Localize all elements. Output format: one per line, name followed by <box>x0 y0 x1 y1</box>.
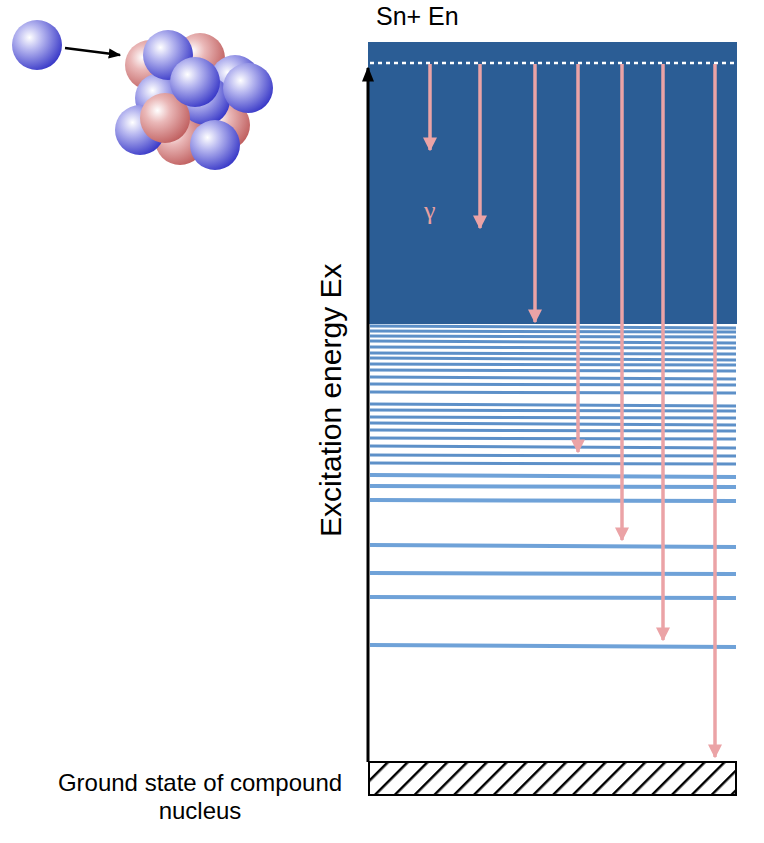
energy-level <box>370 392 736 393</box>
energy-level <box>370 364 736 365</box>
gamma-arrow <box>428 64 432 150</box>
energy-level <box>370 326 736 328</box>
nucleon <box>170 57 220 107</box>
energy-level <box>370 430 736 431</box>
energy-level <box>370 377 736 379</box>
energy-level <box>370 331 736 332</box>
ground-state-bar <box>369 762 736 795</box>
neutron <box>12 20 62 70</box>
nucleus-illustration <box>12 20 273 170</box>
energy-level <box>370 545 736 547</box>
axis-label: Excitation energy Ex <box>315 263 350 536</box>
energy-level <box>370 384 736 385</box>
energy-level <box>370 353 736 354</box>
energy-level <box>370 341 736 343</box>
energy-level <box>370 573 736 574</box>
gamma-arrow <box>661 64 665 640</box>
gamma-arrow <box>478 64 482 228</box>
energy-level <box>370 455 736 456</box>
energy-level <box>370 417 736 418</box>
energy-level <box>370 404 736 406</box>
energy-level <box>370 486 736 487</box>
energy-level <box>370 500 736 501</box>
energy-axis <box>367 68 370 762</box>
nucleon <box>223 63 273 113</box>
energy-level <box>370 463 736 464</box>
continuum-region <box>368 42 737 324</box>
gamma-label: γ <box>424 196 436 226</box>
energy-level <box>370 446 736 448</box>
energy-level <box>370 347 736 348</box>
incoming-arrow <box>65 48 120 55</box>
energy-level <box>370 410 736 411</box>
energy-level <box>370 475 736 477</box>
gamma-arrow <box>713 64 717 757</box>
energy-level <box>370 423 736 425</box>
gamma-arrow <box>533 64 537 322</box>
energy-level <box>370 336 736 337</box>
gamma-arrows <box>430 64 715 757</box>
ground-state-label: Ground state of compound nucleus <box>50 769 350 824</box>
energy-level <box>370 597 736 598</box>
gamma-arrow <box>620 64 624 540</box>
nucleon <box>190 120 240 170</box>
discrete-levels <box>370 326 736 647</box>
energy-level <box>370 370 736 371</box>
gamma-arrow <box>576 64 580 452</box>
energy-level <box>370 358 736 360</box>
energy-level <box>370 438 736 439</box>
threshold-label: Sn+ En <box>376 2 459 31</box>
threshold-line <box>370 62 762 65</box>
energy-level <box>370 645 736 647</box>
